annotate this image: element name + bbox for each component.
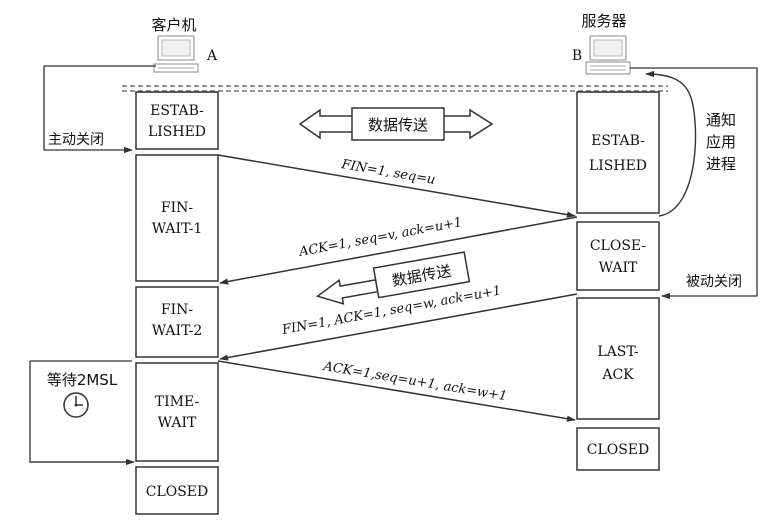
segment-label: ACK=1,seq=u+1, ack=w+1 [321,359,508,404]
server-state-box: CLOSED [576,427,660,471]
svg-text:LISHED: LISHED [148,124,206,140]
notify-app-label: 通知 [706,111,736,129]
client-title: 客户机 [151,16,196,34]
svg-text:LISHED: LISHED [589,158,647,174]
svg-text:CLOSED: CLOSED [587,442,650,458]
notify-app-path [645,70,697,217]
server-state-box: ESTAB- LISHED [576,91,660,214]
svg-text:WAIT: WAIT [158,415,197,431]
segment-arrow [219,293,578,361]
notify-app-label: 进程 [706,155,736,173]
data-transfer-double-arrow: 数据传送 [298,107,494,141]
data-transfer-label: 数据传送 [368,116,428,134]
active-close-label: 主动关闭 [48,132,104,148]
active-close-path [43,65,156,154]
svg-text:CLOSED: CLOSED [146,484,209,500]
client-state-box: TIME- WAIT [135,362,219,462]
server-state-box: LAST- ACK [576,297,660,420]
segment-arrow [217,360,576,422]
svg-text:ESTAB-: ESTAB- [150,103,204,119]
svg-text:FIN-: FIN- [161,302,193,318]
client-state-box: ESTAB- LISHED [135,91,219,150]
notify-app-label: 应用 [706,133,736,151]
svg-text:FIN-: FIN- [161,200,193,216]
svg-text:WAIT: WAIT [599,260,638,276]
client-label: A [206,48,218,64]
svg-text:WAIT-1: WAIT-1 [152,221,203,237]
svg-text:LAST-: LAST- [597,344,639,360]
server-label: B [572,48,582,64]
server-title: 服务器 [581,12,626,30]
client-state-box: FIN- WAIT-1 [135,154,219,282]
passive-close-label: 被动关闭 [686,274,742,290]
data-transfer-arrow: 数据传送 [315,251,471,305]
server-icon [585,35,631,75]
svg-text:ACK: ACK [601,367,634,383]
client-state-box: CLOSED [135,466,219,515]
client-state-box: FIN- WAIT-2 [135,286,219,358]
segment-arrow [219,216,578,285]
svg-text:WAIT-2: WAIT-2 [152,323,203,339]
computer-icon [153,35,199,73]
wait-2msl-label: 等待2MSL [47,371,118,389]
svg-text:ESTAB-: ESTAB- [591,133,645,149]
segment-arrow [217,154,576,218]
svg-text:TIME-: TIME- [155,394,200,410]
server-state-box: CLOSE- WAIT [576,221,660,291]
clock-icon [63,392,89,418]
passive-close-path [630,67,758,300]
svg-text:CLOSE-: CLOSE- [590,238,647,254]
